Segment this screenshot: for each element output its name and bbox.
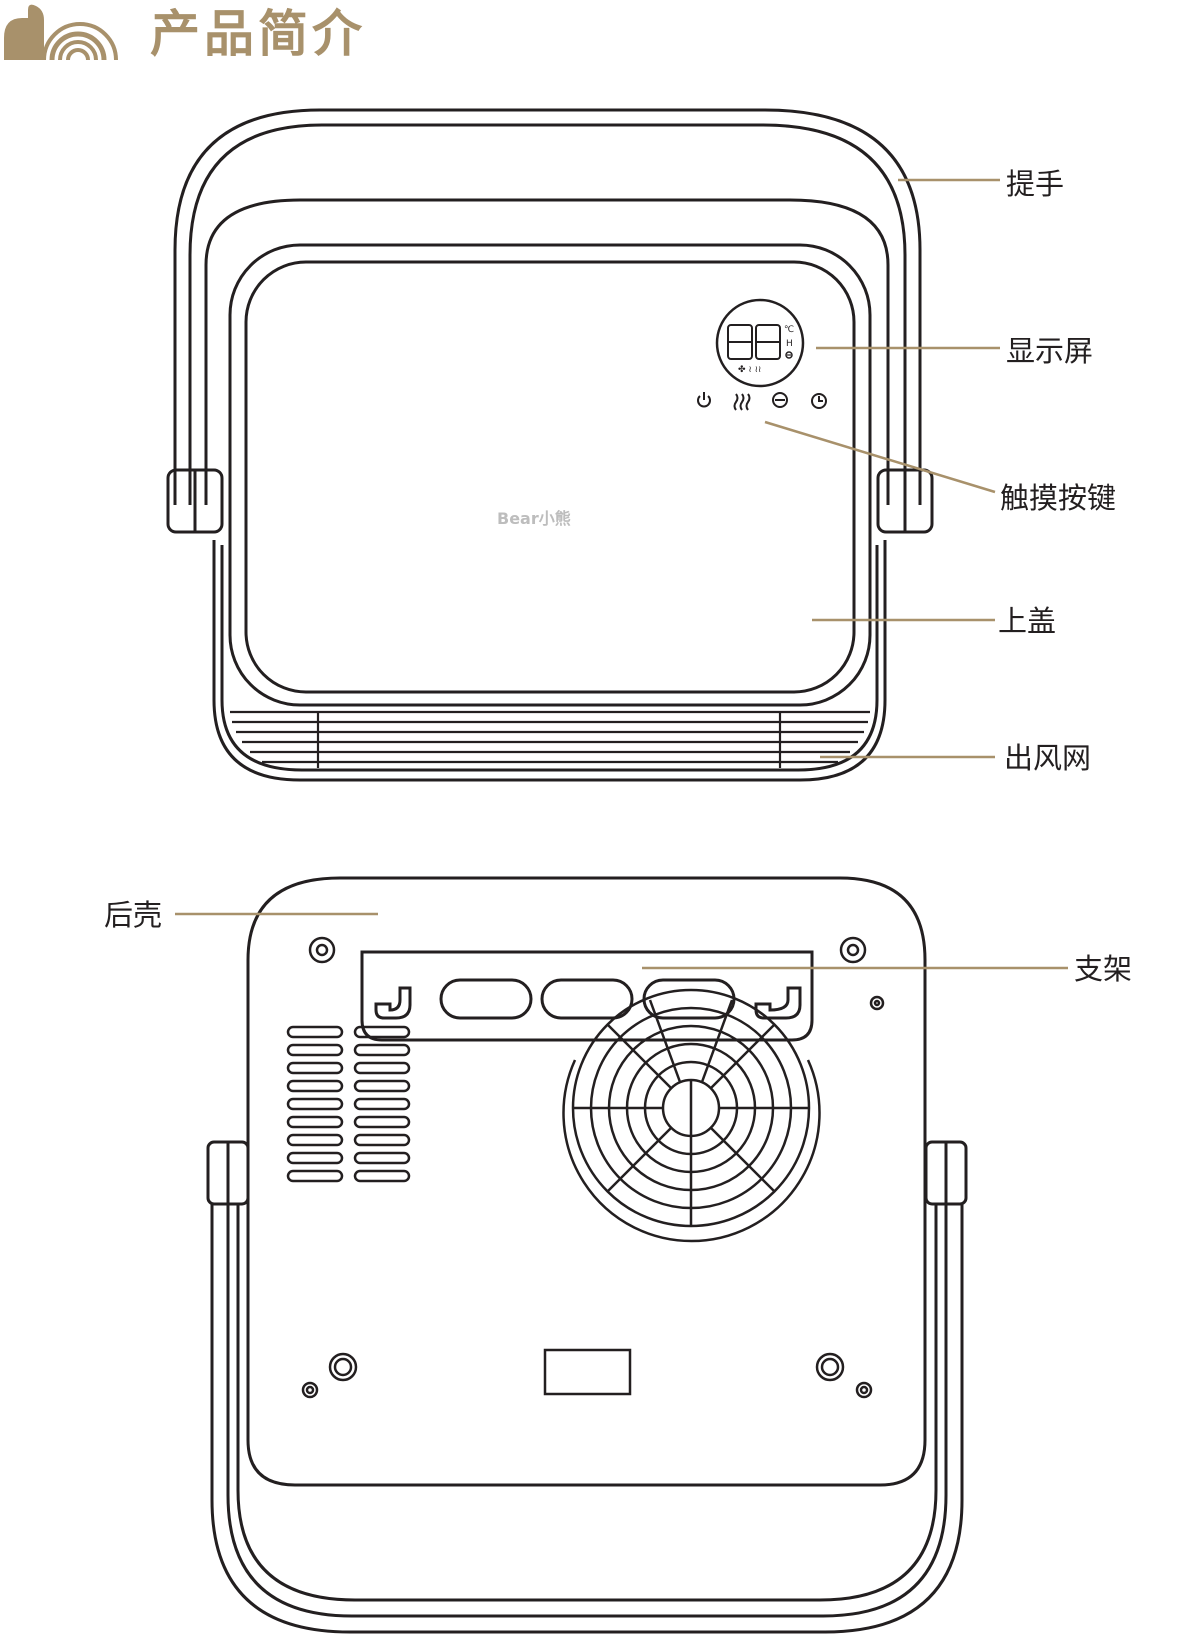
rating-label-plate	[543, 1348, 632, 1396]
brand-logo: Bear小熊	[497, 509, 571, 528]
label-display: 显示屏	[1006, 334, 1094, 368]
air-outlet-grille	[230, 710, 870, 768]
display-readout: 88	[727, 318, 774, 359]
display-indicator: H	[786, 339, 793, 349]
display-unit: ℃	[784, 325, 794, 335]
front-view: ✤ ≀ ≀≀ ℃ H Bear小熊	[166, 108, 934, 782]
top-cover	[212, 243, 887, 782]
handle	[173, 108, 922, 505]
handle-pivot-right	[876, 468, 934, 534]
label-rear-shell: 后壳	[104, 898, 163, 932]
front-callout-lines	[764, 178, 1000, 759]
vent-slots	[286, 1025, 411, 1183]
handle-pivot-left	[166, 468, 224, 534]
fan-guard	[562, 988, 821, 1243]
label-stand: 支架	[1074, 952, 1133, 986]
label-top-cover: 上盖	[998, 604, 1057, 638]
back-view	[206, 876, 968, 1634]
page-title: 产品简介	[150, 5, 366, 63]
label-handle: 提手	[1006, 167, 1065, 201]
label-touch-keys: 触摸按键	[1000, 481, 1117, 515]
label-air-outlet: 出风网	[1004, 741, 1092, 775]
timer-icon[interactable]	[811, 393, 827, 409]
power-icon[interactable]	[697, 392, 711, 408]
svg-text:✤ ≀ ≀≀: ✤ ≀ ≀≀	[738, 365, 761, 375]
stand-bracket	[360, 950, 814, 1042]
logo-icon	[4, 4, 118, 61]
display-screen: ✤ ≀ ≀≀	[715, 298, 805, 388]
stand-legs	[206, 1140, 968, 1634]
rear-shell	[246, 876, 927, 1487]
minus-icon[interactable]	[772, 392, 788, 408]
touch-buttons	[697, 392, 827, 411]
screws	[301, 936, 885, 1399]
heat-icon[interactable]	[733, 393, 751, 411]
back-callout-lines	[175, 912, 1068, 970]
